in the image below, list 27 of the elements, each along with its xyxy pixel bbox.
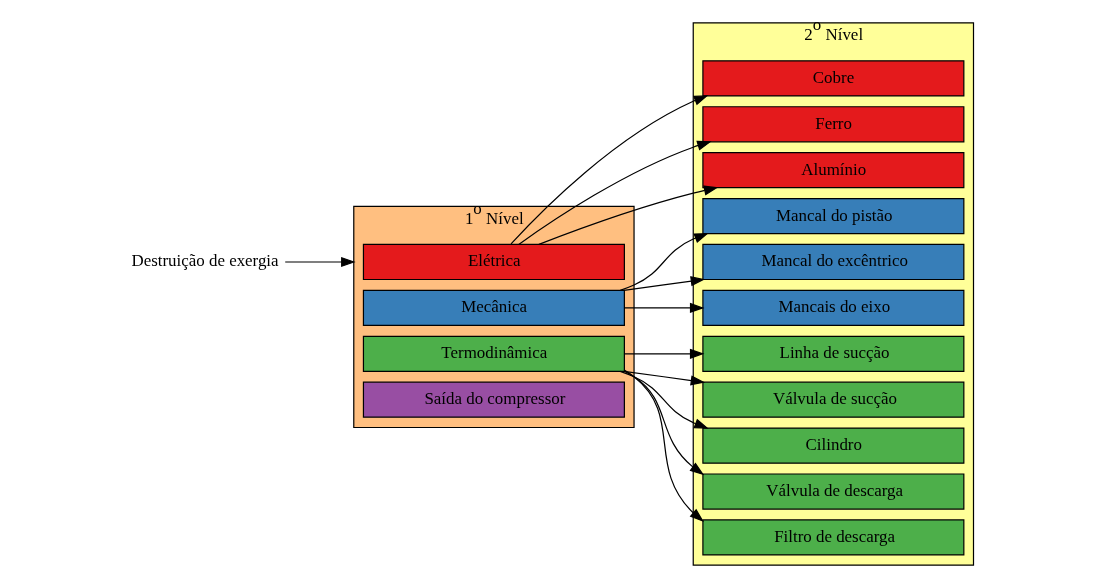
node-box: Mancal do pistão — [702, 197, 965, 235]
node-box: Ferro — [702, 106, 965, 143]
node-box: Filtro de descarga — [702, 519, 965, 556]
node-box: Cobre — [702, 60, 965, 97]
arrow — [538, 185, 719, 245]
node-text: Destruição de exergia — [131, 251, 279, 271]
node-box: Mancal do excêntrico — [702, 243, 965, 281]
node-box: Linha de sucção — [702, 335, 965, 372]
node-box: Válvula de sucção — [702, 381, 965, 418]
node-box: Elétrica — [362, 243, 625, 281]
arrow — [619, 233, 709, 291]
node-box: Alumínio — [702, 152, 965, 189]
node-box: Mancais do eixo — [702, 289, 965, 326]
arrow — [624, 369, 704, 523]
node-box: Válvula de descarga — [702, 473, 965, 510]
node-box: Saída do compressor — [362, 381, 625, 418]
node-box: Mecânica — [362, 289, 625, 326]
arrow — [623, 276, 706, 291]
arrow — [510, 95, 709, 245]
arrow — [284, 256, 356, 268]
arrow — [619, 370, 709, 429]
arrow — [518, 140, 712, 246]
arrow — [623, 370, 705, 476]
arrow — [623, 302, 705, 313]
arrow — [623, 348, 705, 359]
node-box: Cilindro — [702, 427, 965, 464]
node-box: Termodinâmica — [362, 335, 625, 372]
